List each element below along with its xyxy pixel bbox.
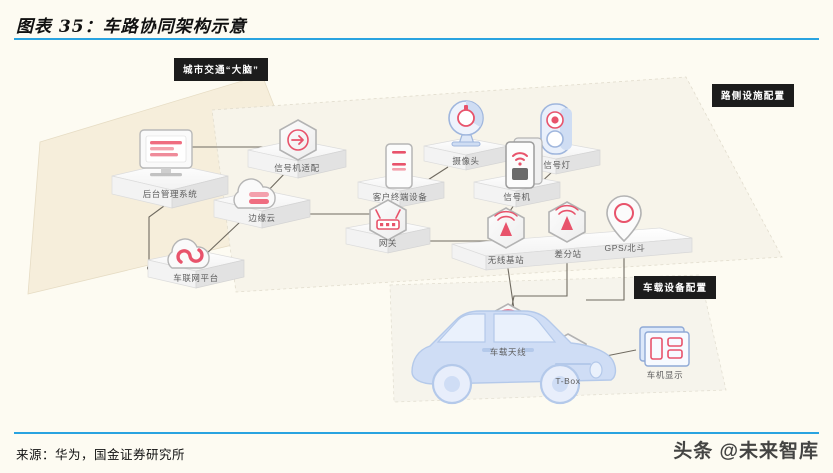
- banner-urban-brain: 城市交通“大脑”: [174, 58, 269, 81]
- camera-icon: [448, 100, 484, 147]
- node-backend-system[interactable]: [111, 162, 229, 209]
- cloud-server-icon: [233, 178, 276, 209]
- label-gateway: 网关: [378, 238, 398, 248]
- vehicle-illustration: [411, 310, 617, 405]
- label-signal-machine: 信号机: [503, 192, 531, 202]
- node-roadside-bar[interactable]: [451, 227, 693, 271]
- hex-antenna-icon-diff: [548, 201, 586, 243]
- label-backend-system: 后台管理系统: [142, 189, 198, 199]
- screen-icon: [639, 326, 690, 367]
- label-tbox: T-Box: [555, 376, 581, 386]
- hex-router-icon: [369, 199, 407, 241]
- divider-top: [14, 38, 819, 40]
- label-camera: 摄像头: [452, 156, 480, 166]
- label-vehicle-antenna: 车载天线: [489, 347, 527, 357]
- label-signal-adapter: 信号机适配: [274, 163, 320, 173]
- pin-satellite-icon: [606, 195, 642, 243]
- cloud-link-icon: [167, 238, 210, 269]
- banner-vehicle: 车载设备配置: [634, 276, 717, 299]
- label-iov-platform: 车联网平台: [173, 273, 219, 283]
- banner-roadside: 路侧设施配置: [712, 84, 795, 107]
- architecture-diagram: 城市交通“大脑” 路侧设施配置 车载设备配置 后台管理系统 边缘云 车联网平台 …: [0, 42, 833, 430]
- label-diff-station: 差分站: [554, 249, 582, 259]
- label-edge-cloud: 边缘云: [248, 213, 276, 223]
- hex-adapter-icon: [279, 119, 317, 161]
- signal-cabinet-icon: [505, 137, 543, 189]
- label-traffic-light: 信号灯: [543, 160, 571, 170]
- label-gps-beidou: GPS/北斗: [604, 243, 646, 253]
- diagram-svg: [27, 74, 783, 405]
- cpe-device-icon: [385, 143, 413, 189]
- monitor-icon: [139, 129, 193, 177]
- hex-antenna-icon-base: [487, 207, 525, 249]
- divider-bottom: [14, 432, 819, 434]
- watermark: 头条 @未来智库: [673, 441, 819, 462]
- source-note: 来源：华为，国金证券研究所: [16, 447, 186, 462]
- traffic-light-icon: [540, 103, 572, 155]
- label-head-unit: 车机显示: [646, 370, 684, 380]
- label-base-station: 无线基站: [487, 255, 525, 265]
- page-title: 图表 35：车路协同架构示意: [16, 17, 247, 37]
- label-cpe: 客户终端设备: [372, 192, 428, 202]
